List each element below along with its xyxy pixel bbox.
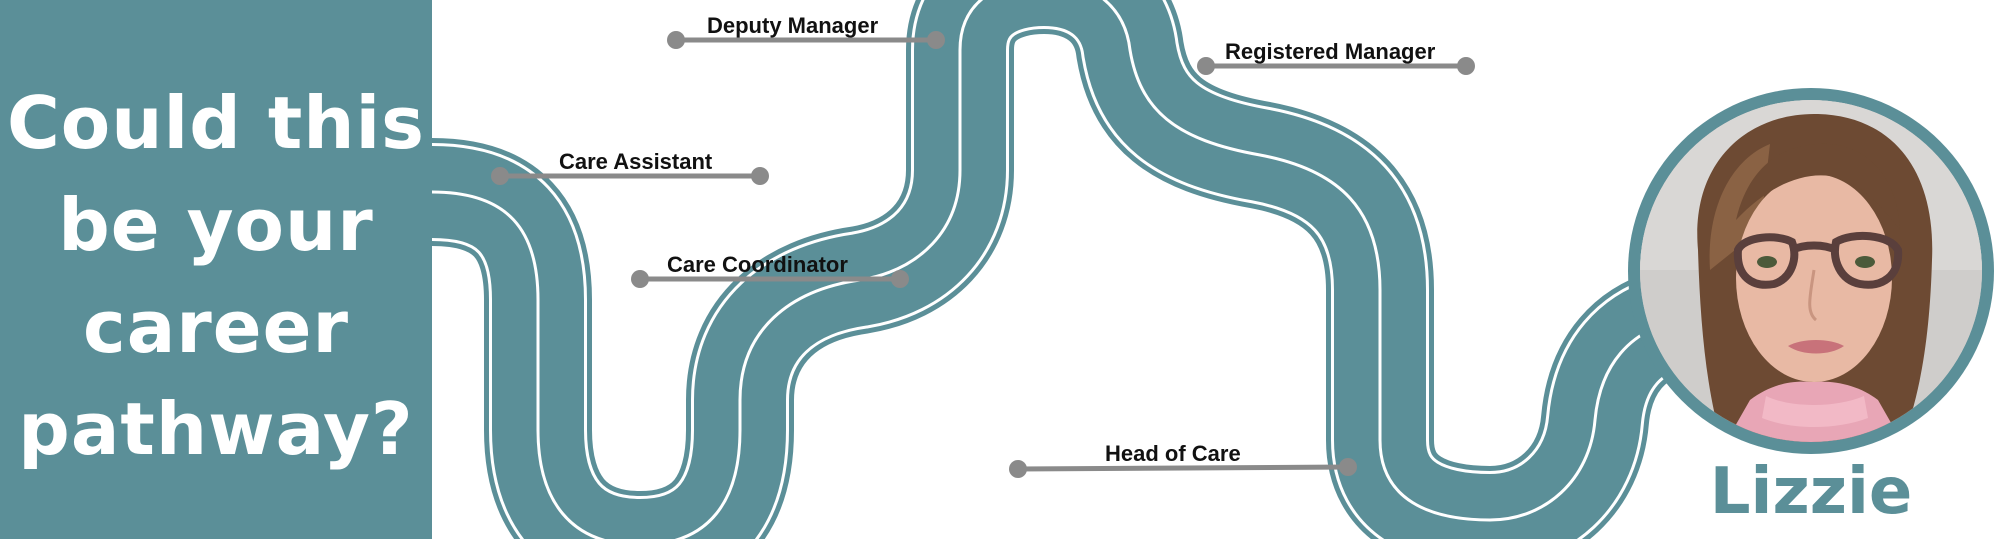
person-portrait-icon bbox=[1640, 100, 1982, 442]
stage-care-coordinator: Care Coordinator bbox=[631, 252, 909, 288]
stage-deputy-manager: Deputy Manager bbox=[667, 13, 945, 49]
stage-label: Head of Care bbox=[1105, 441, 1241, 466]
connector-dot bbox=[1339, 458, 1357, 476]
connector-dot bbox=[891, 270, 909, 288]
profile-photo bbox=[1640, 100, 1982, 442]
connector-dot bbox=[927, 31, 945, 49]
connector-dot bbox=[751, 167, 769, 185]
headline-line: pathway? bbox=[18, 387, 414, 471]
stage-label: Registered Manager bbox=[1225, 39, 1436, 64]
headline-panel: Could this be your career pathway? bbox=[0, 0, 432, 539]
headline-line: career bbox=[83, 285, 349, 369]
headline: Could this be your career pathway? bbox=[0, 72, 432, 480]
stage-label: Care Assistant bbox=[559, 149, 713, 174]
headline-line: be your bbox=[58, 183, 374, 267]
connector-dot bbox=[1457, 57, 1475, 75]
stage-care-assistant: Care Assistant bbox=[491, 149, 769, 185]
profile-photo-frame bbox=[1628, 88, 1994, 454]
connector-dot bbox=[1009, 460, 1027, 478]
headline-line: Could this bbox=[6, 81, 426, 165]
connector-dot bbox=[1197, 57, 1215, 75]
stage-label: Deputy Manager bbox=[707, 13, 879, 38]
connector-dot bbox=[667, 31, 685, 49]
profile-name: Lizzie bbox=[1709, 455, 1913, 529]
connector-dot bbox=[491, 167, 509, 185]
stage-registered-manager: Registered Manager bbox=[1197, 39, 1475, 75]
connector-dot bbox=[631, 270, 649, 288]
winding-road-icon bbox=[430, 0, 1693, 539]
stage-head-of-care: Head of Care bbox=[1009, 441, 1357, 478]
stage-label: Care Coordinator bbox=[667, 252, 848, 277]
connector-line bbox=[1017, 464, 1349, 472]
